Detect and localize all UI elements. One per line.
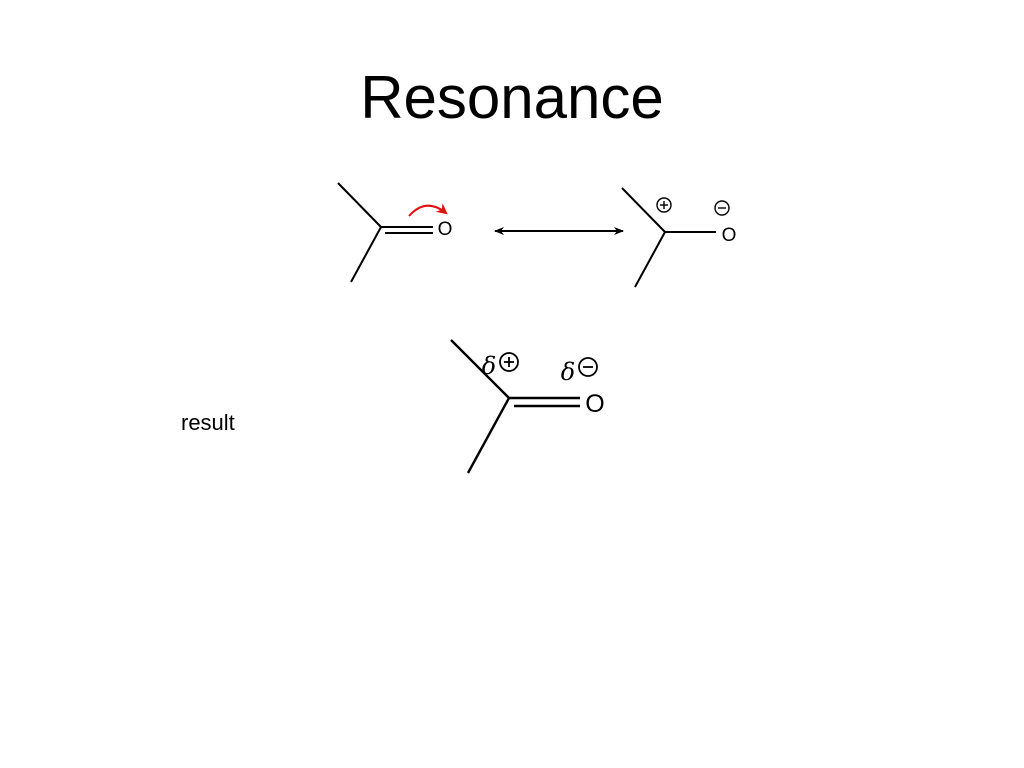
right-oxygen-label: O bbox=[722, 225, 737, 246]
slide-title: Resonance bbox=[360, 64, 664, 131]
hybrid-oxygen-label: O bbox=[585, 390, 604, 418]
delta-minus-symbol: δ bbox=[561, 358, 575, 386]
right-methyl-bond-bottom bbox=[634, 231, 666, 288]
curved-arrow-icon bbox=[408, 203, 448, 217]
right-structure: O bbox=[621, 187, 737, 288]
delta-minus-charge-icon bbox=[578, 357, 598, 377]
result-label: result bbox=[181, 410, 235, 435]
hybrid-methyl-bond-top bbox=[450, 339, 510, 399]
plus-charge-icon bbox=[656, 197, 672, 213]
left-oxygen-label: O bbox=[438, 219, 453, 240]
left-methyl-bond-top bbox=[337, 182, 382, 228]
right-methyl-bond-top bbox=[621, 187, 666, 233]
left-methyl-bond-bottom bbox=[350, 226, 382, 283]
delta-plus-symbol: δ bbox=[482, 352, 496, 380]
hybrid-methyl-bond-bottom bbox=[466, 397, 511, 474]
hybrid-structure: O δ δ bbox=[450, 339, 605, 474]
left-structure: O bbox=[337, 182, 453, 283]
delta-plus-charge-icon bbox=[499, 352, 519, 372]
minus-charge-icon bbox=[714, 200, 730, 216]
